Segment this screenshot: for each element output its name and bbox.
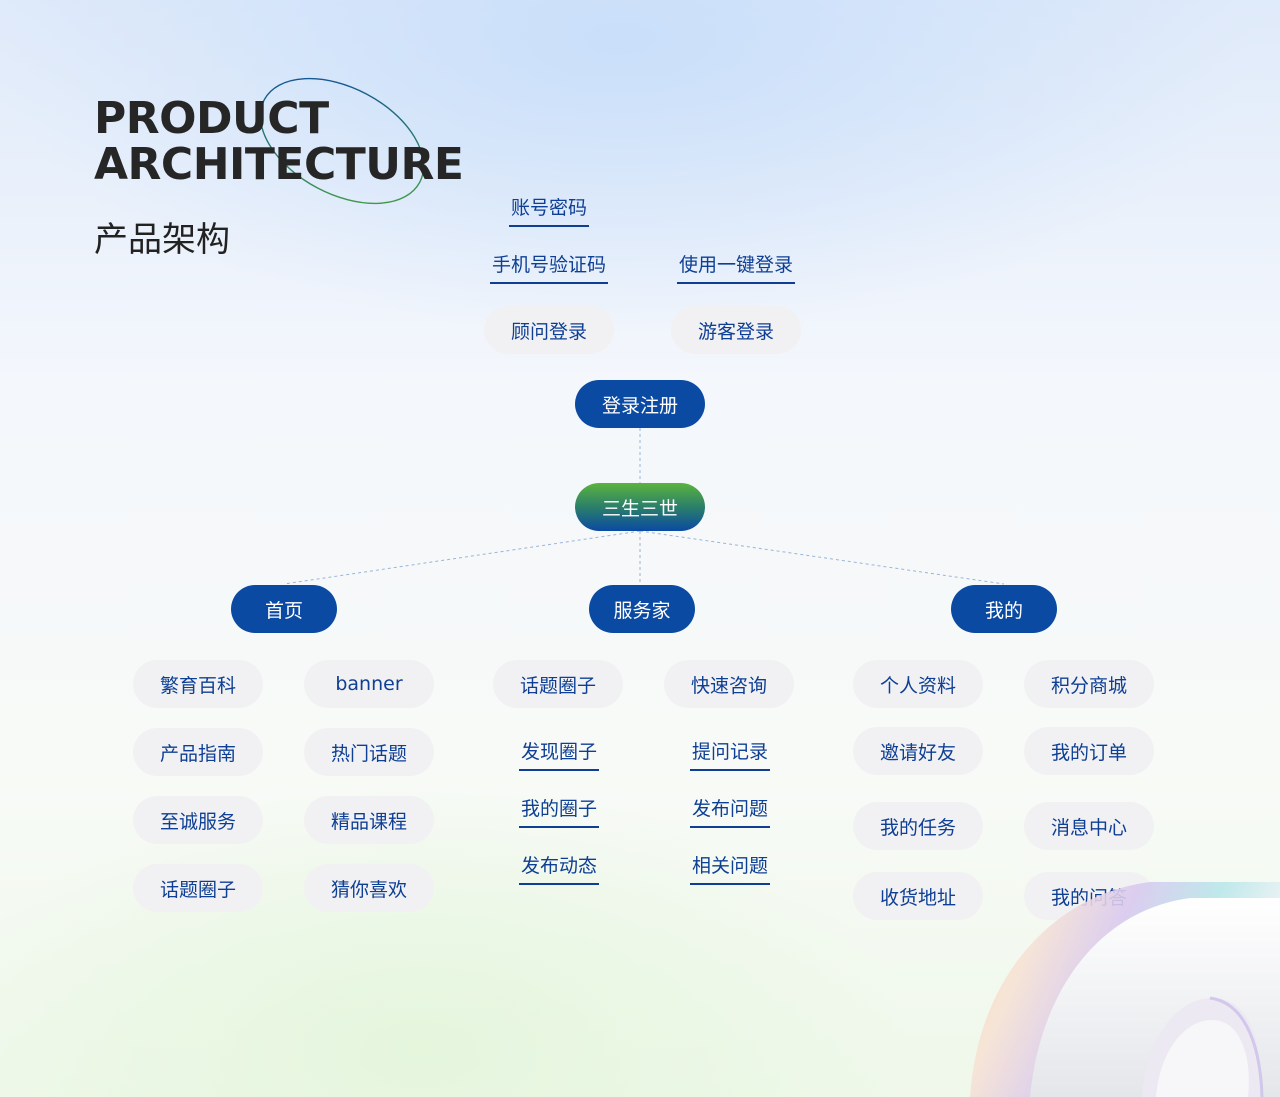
title-line-2: ARCHITECTURE <box>94 139 464 190</box>
mine-item[interactable]: 个人资料 <box>853 660 983 708</box>
service-item[interactable]: 发布问题 <box>690 788 771 828</box>
login-method-guest[interactable]: 游客登录 <box>671 306 801 354</box>
home-item[interactable]: 猜你喜欢 <box>304 864 434 912</box>
login-method-one-click[interactable]: 使用一键登录 <box>677 244 796 284</box>
page-subtitle: 产品架构 <box>94 220 230 260</box>
mine-item[interactable]: 我的订单 <box>1024 727 1154 775</box>
service-item[interactable]: 提问记录 <box>690 731 771 771</box>
home-item[interactable]: 话题圈子 <box>133 864 263 912</box>
mine-item[interactable]: 我的任务 <box>853 802 983 850</box>
home-item[interactable]: banner <box>304 660 434 708</box>
login-register-node[interactable]: 登录注册 <box>575 380 705 428</box>
login-method-account-password[interactable]: 账号密码 <box>509 187 590 227</box>
mine-item[interactable]: 消息中心 <box>1024 802 1154 850</box>
branch-home[interactable]: 首页 <box>231 585 337 633</box>
mine-item[interactable]: 积分商城 <box>1024 660 1154 708</box>
service-item[interactable]: 发布动态 <box>519 845 600 885</box>
mine-item[interactable]: 邀请好友 <box>853 727 983 775</box>
home-item[interactable]: 繁育百科 <box>133 660 263 708</box>
login-method-phone-code[interactable]: 手机号验证码 <box>490 244 609 284</box>
service-item[interactable]: 快速咨询 <box>664 660 794 708</box>
home-item[interactable]: 热门话题 <box>304 728 434 776</box>
torus-decoration <box>970 882 1280 1097</box>
home-item[interactable]: 产品指南 <box>133 728 263 776</box>
mine-item[interactable]: 收货地址 <box>853 872 983 920</box>
service-item[interactable]: 我的圈子 <box>519 788 600 828</box>
home-item[interactable]: 精品课程 <box>304 796 434 844</box>
service-item[interactable]: 话题圈子 <box>493 660 623 708</box>
page-title: PRODUCT ARCHITECTURE <box>94 93 464 190</box>
branch-service[interactable]: 服务家 <box>589 585 695 633</box>
title-line-1: PRODUCT <box>94 93 329 144</box>
login-method-advisor[interactable]: 顾问登录 <box>484 306 614 354</box>
service-item[interactable]: 相关问题 <box>690 845 771 885</box>
service-item[interactable]: 发现圈子 <box>519 731 600 771</box>
branch-mine[interactable]: 我的 <box>951 585 1057 633</box>
home-item[interactable]: 至诚服务 <box>133 796 263 844</box>
root-node[interactable]: 三生三世 <box>575 483 705 531</box>
